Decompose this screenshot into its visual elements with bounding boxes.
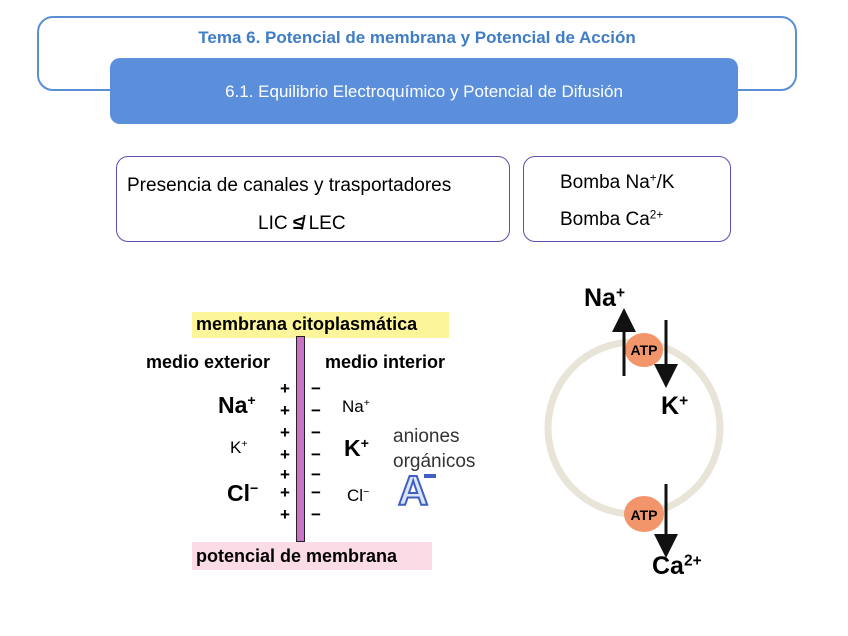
minus-sign: − (311, 445, 321, 464)
inside-cl-ion: Cl− (347, 486, 369, 506)
atp-label-top: ATP (631, 342, 658, 358)
pump-k-label-charge: + (679, 392, 689, 410)
minus-sign: − (311, 505, 321, 524)
inside-k-charge: + (360, 436, 369, 453)
outside-cl-charge: − (250, 481, 259, 498)
lic-label: LIC (258, 213, 288, 234)
pump-na-k-tail: /K (656, 172, 675, 193)
pumps-box (523, 156, 731, 242)
minus-sign: − (311, 379, 321, 398)
outside-k-symbol: K (230, 438, 242, 457)
membrane-label-highlight (192, 312, 449, 338)
organic-anion-symbol: A (397, 467, 429, 514)
outside-cl-ion: Cl− (227, 480, 258, 507)
organic-anion-charge (424, 474, 436, 478)
pump-k-symbol: K (661, 392, 680, 420)
membrane-potential-label: potencial de membrana (196, 546, 398, 566)
pump-na-symbol: Na (584, 284, 616, 312)
pump-ca: Bomba Ca2+ (560, 209, 663, 231)
membrane-bar (296, 336, 305, 542)
channels-text: Presencia de canales y trasportadores (127, 175, 452, 196)
atp-circle-bottom (624, 496, 664, 532)
membrane-potential-highlight (192, 542, 432, 570)
plus-sign: + (280, 483, 290, 502)
slide-title: Tema 6. Potencial de membrana y Potencia… (198, 28, 636, 47)
pump-na-label: Na+ (584, 284, 625, 313)
inside-na-symbol: Na (342, 397, 364, 416)
pump-ca-label: Ca2+ (652, 552, 702, 581)
plus-sign: + (280, 445, 290, 464)
inside-cl-symbol: Cl (347, 486, 364, 505)
pump-na-charge: + (649, 171, 657, 185)
cell-ring (544, 338, 724, 518)
pump-na-k: Bomba Na+/K (560, 172, 675, 194)
slide-subtitle: 6.1. Equilibrio Electroquímico y Potenci… (225, 82, 623, 101)
pump-ca-label-charge: 2+ (683, 552, 702, 570)
minus-sign: − (311, 465, 321, 484)
inside-k-symbol: K (344, 435, 361, 461)
pump-ca-base: Bomba Ca (560, 209, 650, 230)
inside-na-ion: Na+ (342, 397, 370, 417)
outside-cl-symbol: Cl (227, 480, 250, 506)
plus-sign: + (280, 401, 290, 420)
outside-k-ion: K+ (230, 438, 248, 458)
plus-sign: + (280, 423, 290, 442)
anions-label-line1: aniones (393, 426, 460, 447)
pump-na-k-base: Bomba Na (560, 172, 650, 193)
plus-sign: + (280, 465, 290, 484)
inside-cl-charge: − (363, 486, 370, 499)
outside-na-symbol: Na (218, 392, 248, 418)
anions-label-line2: orgánicos (393, 451, 476, 472)
subtitle-banner (110, 58, 738, 124)
inside-k-ion: K+ (344, 435, 369, 462)
pump-ca-charge: 2+ (649, 208, 664, 222)
outside-label: medio exterior (146, 352, 271, 372)
lec-label: LEC (308, 213, 346, 234)
minus-sign: − (311, 423, 321, 442)
inside-label: medio interior (325, 352, 446, 372)
pump-na-label-charge: + (615, 284, 626, 302)
outside-k-charge: + (241, 438, 248, 451)
pump-diagram: ATP ATP (544, 308, 724, 558)
atp-circle-top (625, 333, 663, 367)
pump-ca-symbol: Ca (652, 552, 684, 580)
channels-box (116, 156, 510, 242)
atp-label-bottom: ATP (631, 507, 658, 523)
lic-lec-relation: LIC ≰ LEC (258, 213, 346, 235)
not-equal-sign: ≰ (292, 213, 304, 234)
minus-sign: − (311, 401, 321, 420)
plus-sign: + (280, 505, 290, 524)
pump-k-label: K+ (661, 392, 688, 421)
inside-na-charge: + (363, 397, 370, 410)
membrane-label: membrana citoplasmática (196, 314, 418, 334)
minus-sign: − (311, 483, 321, 502)
outside-na-charge: + (247, 393, 256, 410)
outside-na-ion: Na+ (218, 392, 256, 419)
plus-sign: + (280, 379, 290, 398)
